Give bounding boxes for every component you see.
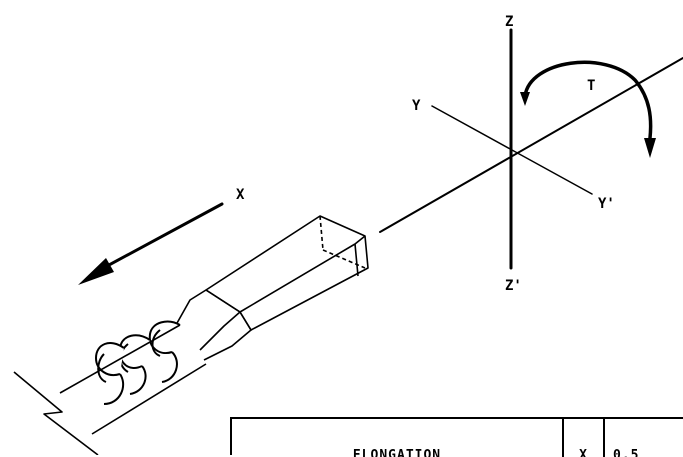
table-axis-cell: X xyxy=(564,419,605,457)
torsion-label: T xyxy=(587,78,595,94)
crimp-barrels xyxy=(95,320,181,405)
transition-neck xyxy=(171,289,252,361)
y-axis-line xyxy=(431,105,593,195)
socket-box xyxy=(205,215,369,331)
torsion-arrow xyxy=(520,60,656,158)
table-header-cell: ELONGATION xyxy=(232,419,564,457)
value-label: 0.5 xyxy=(613,448,640,457)
x-direction-arrow xyxy=(78,202,224,285)
x-axis-line xyxy=(379,57,683,233)
terminal-contact xyxy=(13,215,369,455)
axis-label: X xyxy=(579,448,588,457)
elongation-label: ELONGATION xyxy=(352,448,442,457)
y-prime-label: Y' xyxy=(598,196,615,212)
x-label: X xyxy=(236,187,245,203)
z-label: Z xyxy=(505,14,513,30)
table-value-cell: 0.5 xyxy=(605,419,683,457)
z-prime-label: Z' xyxy=(505,278,522,294)
y-label: Y xyxy=(412,98,421,114)
torsion-arrowhead-right xyxy=(644,138,656,158)
wire-break xyxy=(13,371,99,455)
torsion-arrowhead-left xyxy=(520,92,530,106)
x-arrowhead xyxy=(78,258,114,285)
coordinate-axes xyxy=(379,28,683,270)
elongation-table: ELONGATION X 0.5 xyxy=(230,417,683,457)
